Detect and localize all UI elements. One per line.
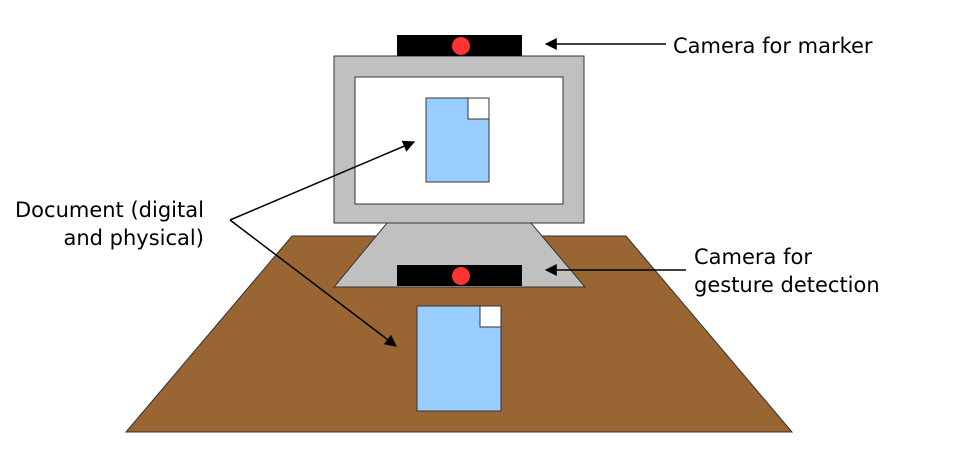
gesture-camera [397,265,522,286]
document-label: Document (digital and physical) [15,196,204,252]
camera-gesture-label-line1: Camera for [694,245,812,269]
camera-gesture-label-line2: gesture detection [694,273,880,297]
camera-gesture-label: Camera for gesture detection [694,243,880,299]
document-label-line2: and physical) [63,226,204,250]
physical-document-icon [416,305,502,412]
marker-camera [397,35,522,56]
gesture-camera-lens [452,267,470,285]
document-label-line1: Document (digital [15,198,204,222]
digital-document-icon [425,97,490,183]
camera-marker-label: Camera for marker [673,32,873,60]
physical-document-arrow [229,219,397,347]
digital-document-arrow [229,140,416,221]
marker-camera-lens [452,37,470,55]
camera-marker-label-text: Camera for marker [673,34,873,58]
